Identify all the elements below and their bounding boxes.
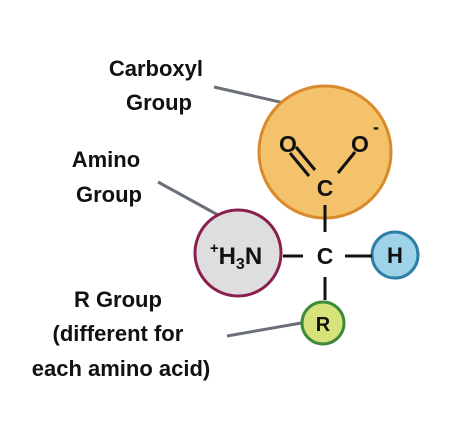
amine-plus-charge: + xyxy=(210,240,219,257)
carboxyl-label: Carboxyl Group xyxy=(109,56,209,115)
carboxylate-oxygen-label: O xyxy=(351,131,369,157)
amino-label: Amino Group xyxy=(72,147,147,207)
amino-label-line-1: Amino xyxy=(72,147,140,172)
amine-label: +H3N xyxy=(210,240,262,273)
r-group-label-line-3: each amino acid) xyxy=(32,356,211,381)
amino-label-line-2: Group xyxy=(76,182,142,207)
amine-subscript-3: 3 xyxy=(236,256,245,273)
carboxylate-single-bond xyxy=(336,151,357,174)
carboxyl-label-line-1: Carboxyl xyxy=(109,56,203,81)
amino-group-circle xyxy=(193,208,283,298)
carboxyl-carbon-label: C xyxy=(317,175,334,201)
carboxyl-label-line-2: Group xyxy=(126,90,192,115)
hydrogen-label: H xyxy=(387,243,403,268)
carbonyl-double-bond-a xyxy=(294,146,317,171)
r-group-label: R Group (different for each amino acid) xyxy=(32,287,211,381)
amine-h: H xyxy=(219,243,236,270)
carbonyl-double-bond-b xyxy=(288,152,311,177)
carbonyl-oxygen-label: O xyxy=(279,131,297,157)
r-group-circle xyxy=(300,300,346,346)
r-group-label-line-2: (different for xyxy=(53,321,184,346)
r-atom-label: R xyxy=(316,314,331,336)
minus-charge-label: - xyxy=(373,117,379,137)
alpha-carbon-label: C xyxy=(317,243,334,269)
r-group-leader-line xyxy=(226,320,308,338)
amine-n: N xyxy=(245,243,262,270)
r-group-label-line-1: R Group xyxy=(74,287,162,312)
